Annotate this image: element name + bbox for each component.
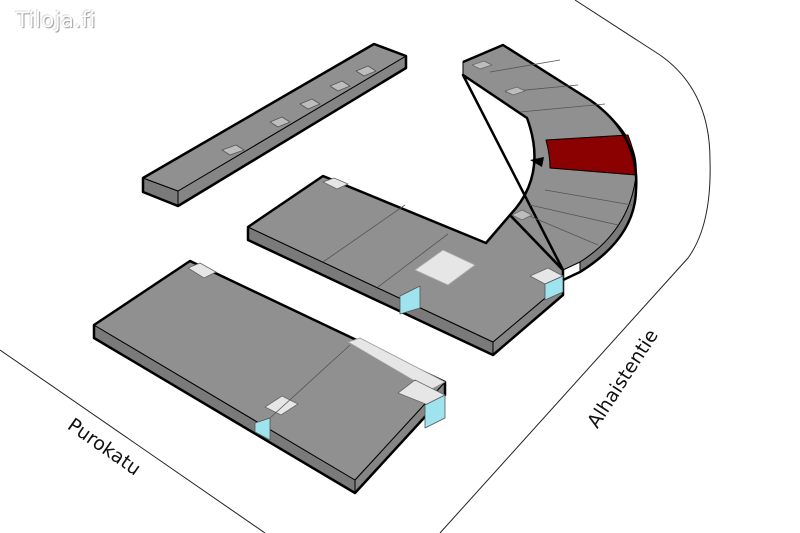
building-south[interactable] — [92, 259, 447, 495]
road-purokatu — [0, 349, 266, 533]
building-north[interactable] — [141, 42, 408, 208]
logo: Tiloja.fi — [16, 8, 96, 32]
highlighted-unit[interactable] — [545, 134, 637, 176]
building-curved[interactable] — [461, 43, 638, 282]
entrance-arrow-icon — [530, 157, 544, 167]
road-alhaistentie — [439, 0, 711, 533]
